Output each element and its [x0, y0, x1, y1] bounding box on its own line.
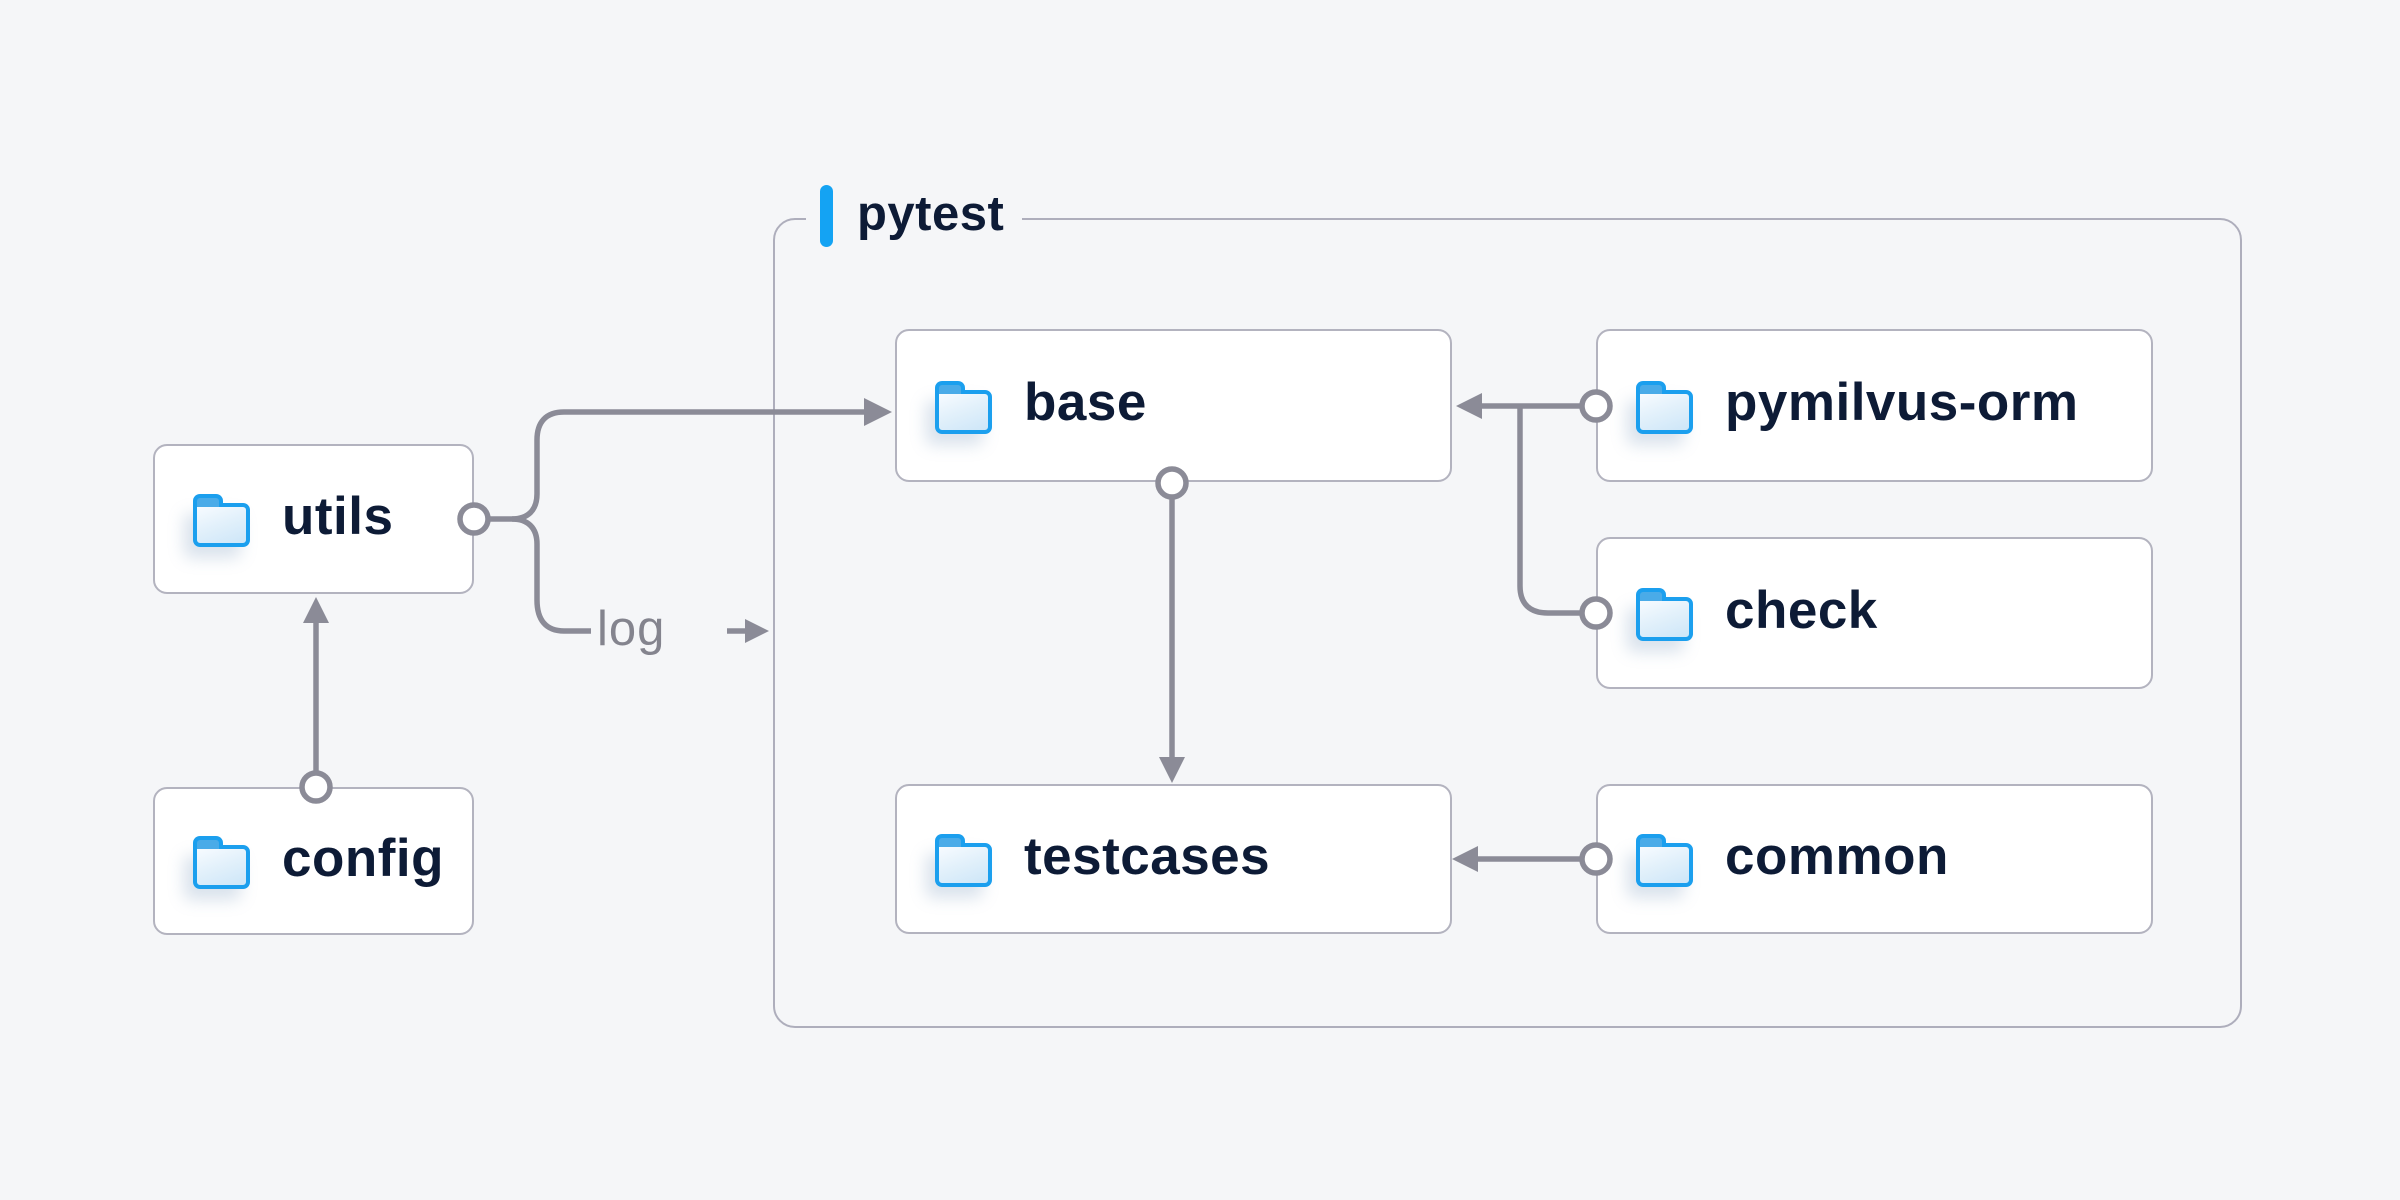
node-base: base [895, 329, 1452, 482]
folder-icon [1636, 834, 1693, 887]
node-check: check [1596, 537, 2153, 689]
folder-icon [1636, 588, 1693, 641]
node-common-label: common [1725, 826, 1949, 886]
folder-icon [1636, 380, 1693, 434]
node-check-label: check [1725, 580, 1878, 640]
node-config: config [153, 787, 474, 935]
edge-log-label: log [597, 602, 666, 656]
folder-icon [193, 836, 250, 889]
node-testcases-label: testcases [1024, 826, 1271, 886]
arrowhead-icon [745, 619, 769, 643]
pytest-group-title: pytest [857, 187, 1005, 241]
accent-bar-icon [820, 185, 833, 247]
arrowhead-icon [303, 597, 329, 623]
node-utils: utils [153, 444, 474, 594]
node-config-label: config [282, 828, 444, 888]
edge-utils-log [511, 516, 591, 634]
pytest-group-label: pytest [806, 184, 1023, 248]
folder-icon [935, 380, 992, 434]
folder-icon [193, 494, 250, 547]
node-testcases: testcases [895, 784, 1452, 934]
node-common: common [1596, 784, 2153, 934]
node-pymilvus-orm: pymilvus-orm [1596, 329, 2153, 482]
folder-icon [935, 834, 992, 887]
pytest-group-box [773, 218, 2242, 1028]
node-base-label: base [1024, 373, 1147, 432]
node-pymilvus-orm-label: pymilvus-orm [1725, 373, 2079, 432]
node-utils-label: utils [282, 486, 394, 546]
